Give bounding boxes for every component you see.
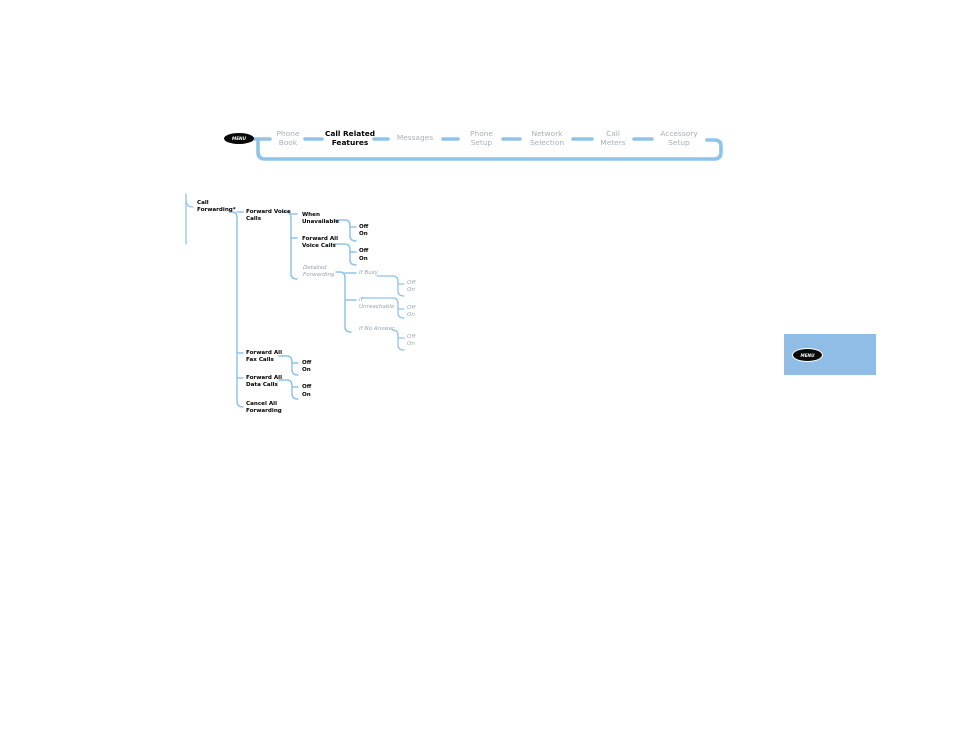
option-off: Off xyxy=(302,384,312,390)
node-forward-voice-calls: Forward Voice Calls xyxy=(246,209,291,222)
option-on: On xyxy=(407,341,415,347)
nav-item-phone-book[interactable]: Phone Book xyxy=(276,129,300,147)
option-off: Off xyxy=(359,248,369,254)
option-off: Off xyxy=(302,360,312,366)
option-off: Off xyxy=(407,305,416,311)
option-on: On xyxy=(407,312,415,318)
node-detailed-forwarding: Detailed Forwarding xyxy=(303,265,335,278)
option-on: On xyxy=(302,367,311,373)
nav-item-network-selection[interactable]: Network Selection xyxy=(529,129,565,147)
node-forward-all-data-calls: Forward All Data Calls xyxy=(246,375,283,388)
nav-item-messages[interactable]: Messages xyxy=(396,133,434,142)
option-on: On xyxy=(359,256,368,262)
nav-item-accessory-setup[interactable]: Accessory Setup xyxy=(660,129,698,147)
node-when-unavailable: When Unavailable xyxy=(302,212,340,225)
node-call-forwarding: Call Forwarding* xyxy=(197,200,236,213)
menu-key-icon: MENU xyxy=(792,348,823,362)
nav-item-phone-setup[interactable]: Phone Setup xyxy=(470,129,493,147)
option-off: Off xyxy=(359,224,369,230)
section-side-tab: MENU xyxy=(784,334,876,375)
option-on: On xyxy=(302,392,311,398)
node-cancel-all-forwarding: Cancel All Forwarding xyxy=(246,401,282,414)
menu-key-icon: MENU xyxy=(224,133,254,144)
option-off: Off xyxy=(407,334,416,340)
node-forward-all-voice-calls: Forward All Voice Calls xyxy=(302,236,339,249)
nav-item-call-related-features[interactable]: Call Related Features xyxy=(324,129,376,147)
option-off: Off xyxy=(407,280,416,286)
node-if-no-answer: If No Answer xyxy=(359,326,395,332)
nav-item-call-meters[interactable]: Call Meters xyxy=(600,129,626,147)
option-on: On xyxy=(407,287,415,293)
node-forward-all-fax-calls: Forward All Fax Calls xyxy=(246,350,283,363)
node-if-unreachable: If Unreachable xyxy=(359,297,395,310)
node-if-busy: If Busy xyxy=(359,270,379,276)
option-on: On xyxy=(359,231,368,237)
